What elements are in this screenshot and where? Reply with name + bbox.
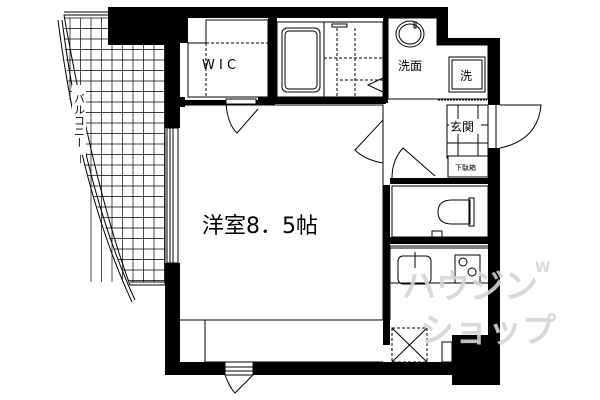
entrance-label-bg [449,119,481,134]
wic-label: W I C [202,58,236,73]
svg-text:ショップ: ショップ [420,311,556,351]
toilet-door [391,147,436,179]
bottom-window [224,361,254,394]
balcony-window [166,127,179,264]
bathroom [276,21,384,98]
balcony-label: バルコニー [73,93,86,148]
main-room [177,104,384,321]
kitchen [389,245,490,285]
toilet [391,185,489,238]
shoe-box-label: 下駄箱 [455,163,476,172]
entrance [446,104,542,159]
watermark-logo: ハウジン ショップ W [402,260,556,351]
hall-door [354,119,384,164]
washroom-label: 洗面 [398,59,422,73]
wic-door [225,98,259,134]
balcony-label-bg [72,85,86,155]
washroom [387,17,489,100]
shoe-box [447,155,489,178]
walk-in-closet [187,19,269,98]
pipe-space [391,327,428,363]
entrance-label: 玄関 [450,119,474,134]
main-room-label: 洋室8．5帖 [202,214,318,239]
svg-text:W: W [535,260,550,276]
balcony [57,11,166,303]
washing-machine-label: 洗 [460,69,472,83]
svg-text:ハウジン: ハウジン [402,267,538,307]
